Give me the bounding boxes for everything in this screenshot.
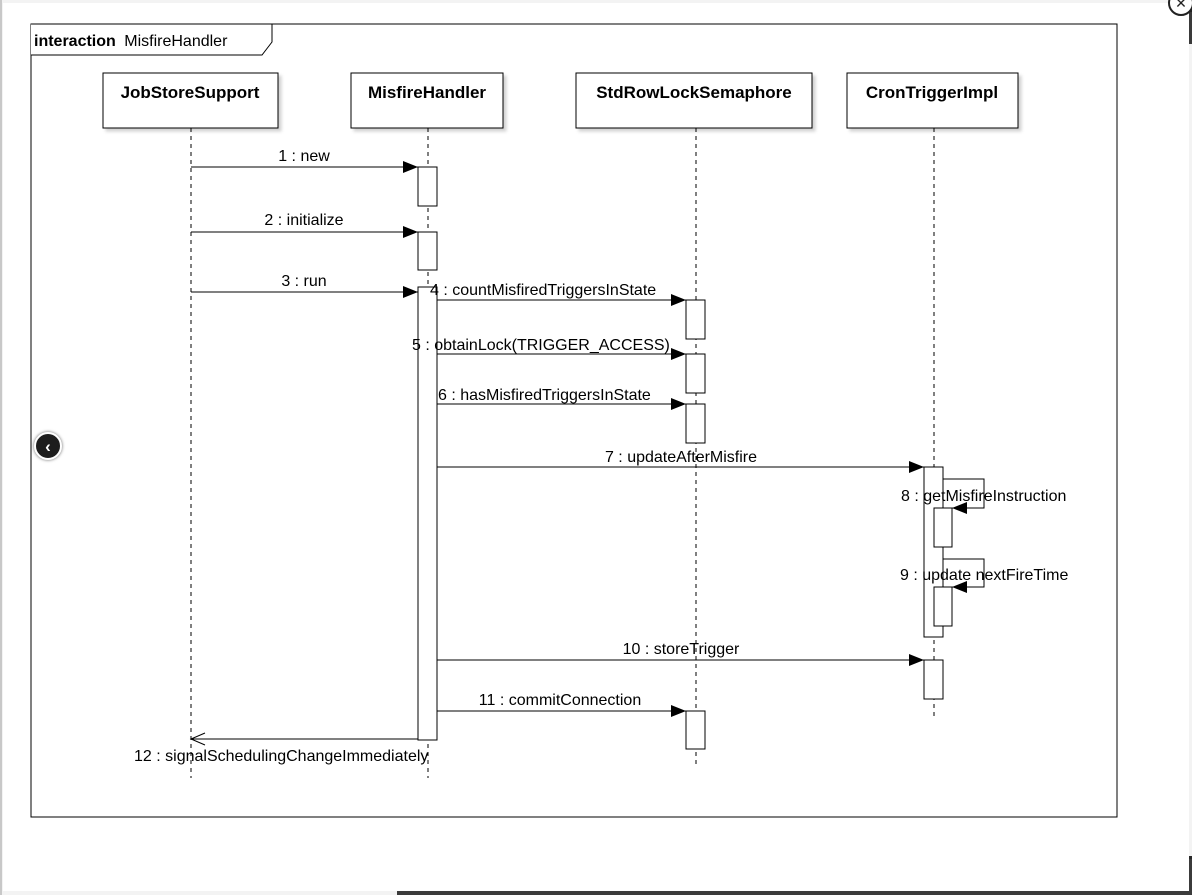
arrowhead (403, 226, 418, 238)
lifeline-head-jobstoresupport: JobStoreSupport (102, 72, 279, 129)
message-label: 1 : new (278, 148, 330, 165)
message-1: 1 : new (191, 148, 418, 173)
chevron-left-icon: ‹ (45, 437, 51, 456)
message-label: 8 : getMisfireInstruction (901, 488, 1066, 505)
arrowhead (952, 502, 967, 514)
message-9: 9 : update nextFireTime (900, 558, 1068, 593)
message-label: 4 : countMisfiredTriggersInState (430, 282, 656, 299)
message-label: 10 : storeTrigger (623, 641, 740, 658)
close-icon: ✕ (1175, 0, 1187, 11)
message-8: 8 : getMisfireInstruction (901, 478, 1066, 514)
arrowhead (909, 461, 924, 473)
close-button[interactable]: ✕ (1168, 0, 1192, 16)
message-2: 2 : initialize (191, 212, 418, 238)
activation-bar (933, 586, 953, 627)
activation-bar (923, 659, 944, 700)
message-12: 12 : signalSchedulingChangeImmediately (134, 732, 428, 765)
arrowhead (403, 161, 418, 173)
message-label: 3 : run (281, 273, 326, 290)
lifeline-head-misfirehandler: MisfireHandler (350, 72, 504, 129)
frame-keyword: interaction (34, 33, 116, 50)
lifeline-head-stdrowlocksemaphore: StdRowLockSemaphore (575, 72, 813, 129)
lifeline-label: JobStoreSupport (121, 83, 260, 102)
previous-button[interactable]: ‹ (34, 432, 62, 460)
message-label: 11 : commitConnection (479, 692, 641, 709)
message-6: 6 : hasMisfiredTriggersInState (437, 387, 686, 410)
frame-tag (31, 23, 273, 56)
message-4: 4 : countMisfiredTriggersInState (430, 282, 686, 306)
message-label: 7 : updateAfterMisfire (605, 449, 757, 466)
arrowhead (671, 705, 686, 717)
message-label: 12 : signalSchedulingChangeImmediately (134, 748, 428, 765)
message-5: 5 : obtainLock(TRIGGER_ACCESS) (412, 337, 686, 360)
arrowhead (671, 348, 686, 360)
lifeline-label: StdRowLockSemaphore (596, 83, 792, 102)
message-3: 3 : run (191, 273, 418, 298)
frame-title: interaction MisfireHandler (34, 33, 228, 50)
arrowhead (909, 654, 924, 666)
arrowhead (671, 398, 686, 410)
message-label: 2 : initialize (264, 212, 343, 229)
activation-bar (933, 507, 953, 548)
message-label: 5 : obtainLock(TRIGGER_ACCESS) (412, 337, 670, 354)
activation-bar (417, 231, 438, 271)
open-arrowhead (189, 732, 206, 746)
activation-bar (685, 353, 706, 394)
message-label: 9 : update nextFireTime (900, 567, 1068, 584)
lifeline-label: CronTriggerImpl (866, 83, 998, 102)
activation-bar (417, 286, 438, 741)
arrowhead (952, 581, 967, 593)
message-label: 6 : hasMisfiredTriggersInState (438, 387, 651, 404)
activation-bar (685, 710, 706, 750)
arrowhead (403, 286, 418, 298)
page-edge (0, 0, 2, 895)
arrowhead (671, 294, 686, 306)
frame-name: MisfireHandler (124, 33, 228, 50)
message-7: 7 : updateAfterMisfire (437, 449, 924, 473)
activation-bar (685, 299, 706, 340)
lifeline-label: MisfireHandler (368, 83, 486, 102)
activation-bar (685, 403, 706, 444)
lifeline-head-crontriggerimpl: CronTriggerImpl (846, 72, 1019, 129)
activation-bar (417, 166, 438, 207)
message-11: 11 : commitConnection (437, 692, 686, 717)
message-10: 10 : storeTrigger (437, 641, 924, 666)
